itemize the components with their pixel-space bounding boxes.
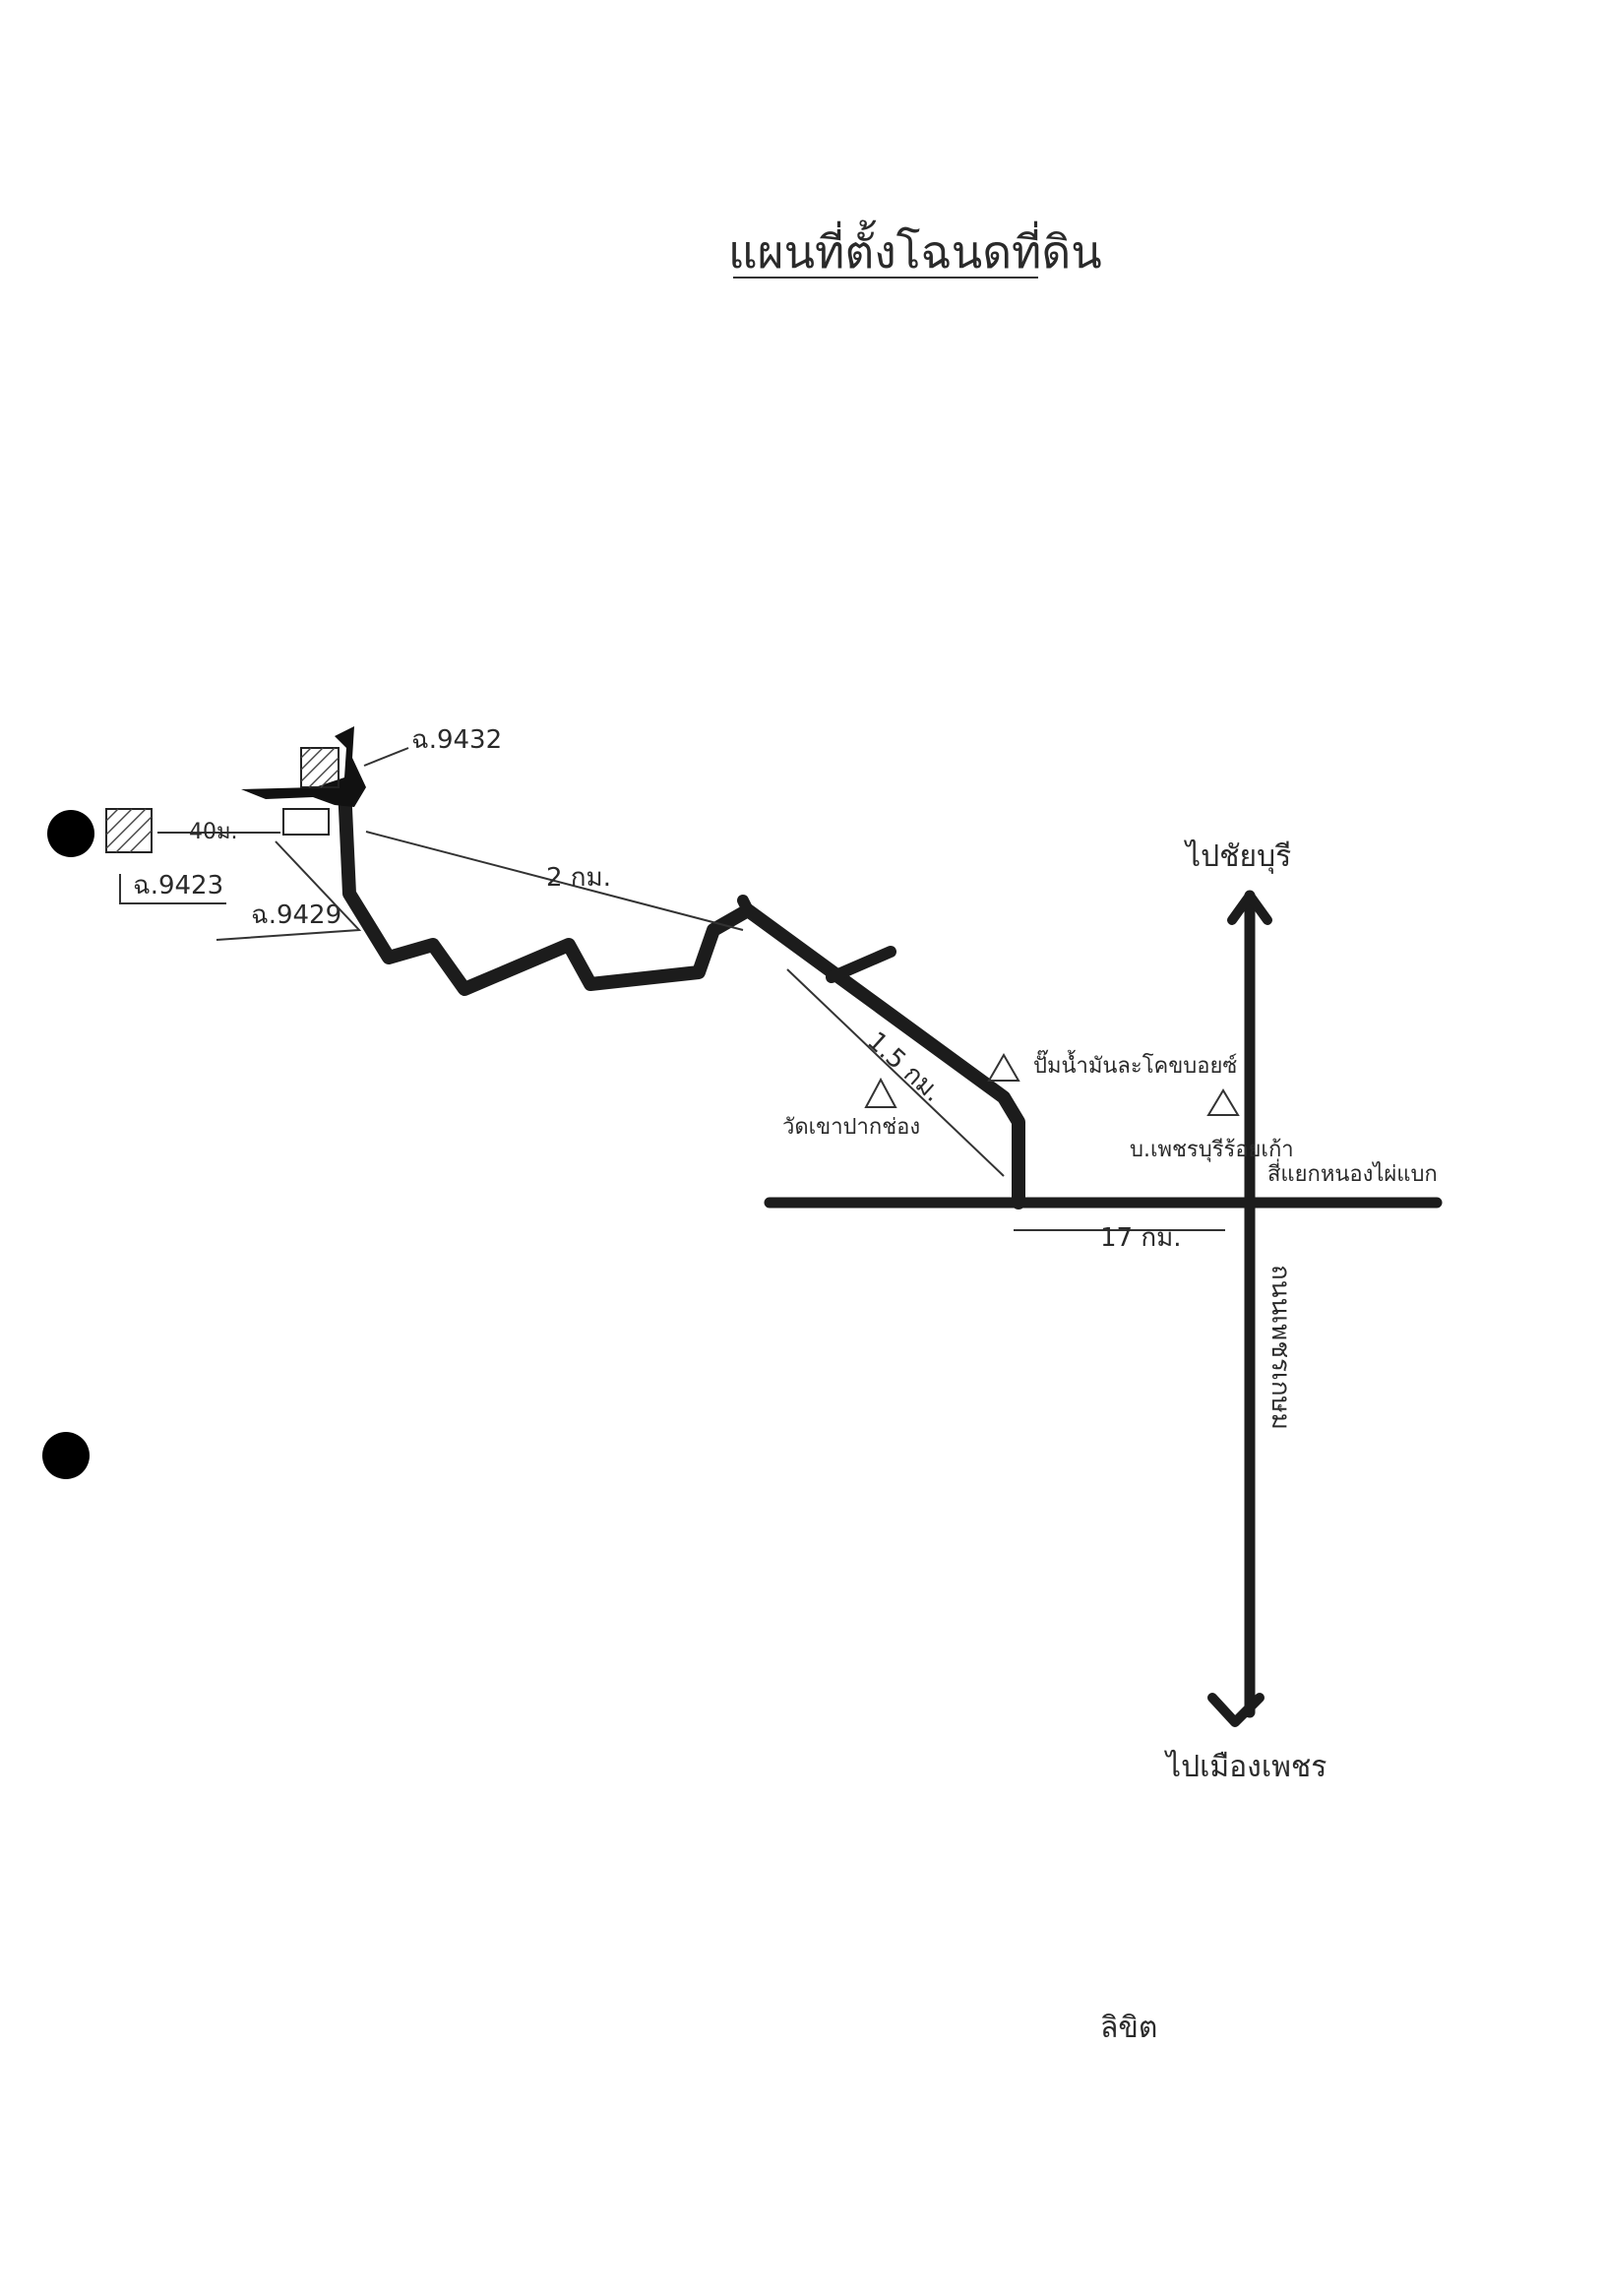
- direction-north: ไปชัยบุรี: [1184, 838, 1291, 875]
- parcel-square-c: [282, 808, 330, 836]
- direction-south: ไปเมืองเพชร: [1164, 1749, 1327, 1784]
- landmark-school: บ.เพชรบุรีร้อยเก้า: [1130, 1138, 1294, 1162]
- parcel-square-b: [105, 808, 153, 853]
- leader-9423: [119, 874, 226, 904]
- parcel-square-a: [300, 747, 340, 788]
- distance-label-2km: 2 กม.: [546, 863, 611, 893]
- hatch-b: [105, 808, 153, 853]
- landmark-temple: วัดเขาปากช่อง: [782, 1115, 920, 1140]
- leader-9432: [363, 747, 409, 767]
- distance-label-17km: 17 กม.: [1100, 1223, 1182, 1253]
- distance-label-40m: 40ม.: [189, 820, 238, 844]
- highway-name: ถนนเพชรเกษม: [1265, 1265, 1295, 1430]
- access-road-spur-1: [737, 895, 754, 916]
- hatch-a: [300, 747, 340, 788]
- binder-hole-bottom: [42, 1432, 90, 1479]
- parcel-label-9429: ฉ.9429: [251, 900, 341, 930]
- parcel-label-9432: ฉ.9432: [411, 725, 502, 755]
- leader-9429: [216, 840, 362, 941]
- binder-hole-top: [47, 810, 94, 857]
- access-road-spur-2: [826, 946, 896, 983]
- arrow-south-icon: [1207, 1693, 1265, 1727]
- gas-station-icon: [987, 1052, 1020, 1082]
- school-icon: [1206, 1088, 1240, 1116]
- dimension-2km: [365, 831, 744, 931]
- temple-icon: [864, 1077, 897, 1108]
- arrow-north-icon: [1227, 891, 1272, 925]
- landmark-gas-station: ปั๊มน้ำมันละโคขบอยซ์: [1033, 1049, 1237, 1079]
- parcel-label-9423: ฉ.9423: [133, 871, 223, 900]
- dimension-1-5km: [786, 968, 1005, 1177]
- landmark-junction: สี่แยกหนองไผ่แบก: [1267, 1158, 1438, 1187]
- access-road: [338, 780, 1025, 1210]
- map-title: แผนที่ตั้งโฉนดที่ดิน: [728, 219, 1102, 279]
- signature: ลิขิต: [1100, 2011, 1157, 2045]
